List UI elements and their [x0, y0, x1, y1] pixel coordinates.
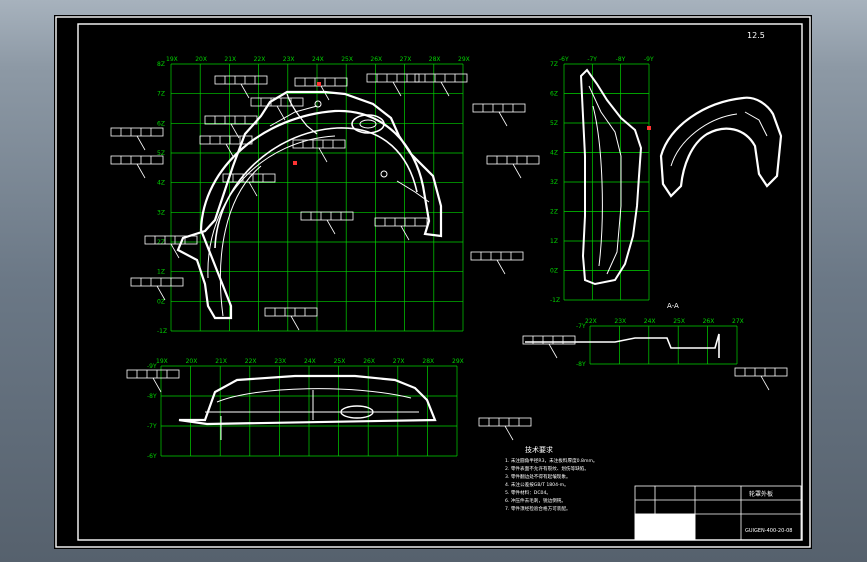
side-ylabel: 4Z: [550, 150, 558, 157]
tech-requirements: 1. 未注圆角半径R3，未注板料厚度0.8mm。2. 零件表面不允许有裂纹、划伤…: [505, 457, 598, 512]
section-ylabel: -8Y: [576, 361, 586, 368]
bottom-xlabel: 20X: [186, 358, 198, 365]
main-view-grid: 19X 20X 21X 22X 23X 24X 25X 26X 27X 28X 29X 8Z 7Z 6Z 5…: [157, 56, 470, 335]
title-block: [634, 485, 802, 541]
side-ylabel: 7Z: [550, 61, 558, 68]
bottom-view-grid: 19X 20X 21X 22X 23X 24X 25X 26X 27X 28X 29X -9Y -8Y -…: [147, 358, 464, 460]
section-xlabel: 24X: [644, 318, 656, 325]
tech-requirement-line: 2. 零件表面不允许有裂纹、划伤等缺陷。: [505, 465, 589, 472]
side-ylabel: 2Z: [550, 209, 558, 216]
tech-requirement-line: 6. 冲压件去毛刺，锐边倒钝。: [505, 497, 566, 504]
side-ylabel: 5Z: [550, 120, 558, 127]
bottom-xlabel: 26X: [363, 358, 375, 365]
inner-frame: [77, 23, 803, 541]
main-xlabel: 25X: [341, 56, 353, 63]
main-view-part: [176, 90, 443, 320]
tech-requirement-line: 5. 零件材料：DC04。: [505, 489, 551, 496]
side-ylabel: 3Z: [550, 179, 558, 186]
bottom-ylabel: -9Y: [147, 363, 157, 370]
section-view-grid: 22X 23X 24X 25X 26X 27X -7Y -8Y: [576, 318, 744, 368]
bottom-xlabel: 27X: [393, 358, 405, 365]
drawing-canvas: 19X 20X 21X 22X 23X 24X 25X 26X 27X 28X 29X 8Z 7Z 6Z 5…: [55, 16, 811, 548]
bottom-xlabel: 29X: [452, 358, 464, 365]
section-xlabel: 27X: [732, 318, 744, 325]
datum-markers: [293, 82, 651, 165]
main-xlabel: 22X: [254, 56, 266, 63]
bottom-ylabel: -6Y: [147, 453, 157, 460]
gd-and-t-annotations: [110, 73, 788, 441]
main-ylabel: 8Z: [157, 61, 165, 68]
side-xlabel: -6Y: [559, 56, 569, 63]
side-ylabel: 1Z: [550, 238, 558, 245]
bottom-ylabel: -8Y: [147, 393, 157, 400]
section-ylabel: -7Y: [576, 323, 586, 330]
main-xlabel: 20X: [195, 56, 207, 63]
tech-requirement-line: 3. 零件翻边处不得有起皱现象。: [505, 473, 571, 480]
main-ylabel: 0Z: [157, 298, 165, 305]
side-xlabel: -8Y: [616, 56, 626, 63]
main-xlabel: 26X: [370, 56, 382, 63]
bottom-xlabel: 24X: [304, 358, 316, 365]
main-ylabel: 5Z: [157, 150, 165, 157]
top-view-part: [178, 374, 437, 440]
main-xlabel: 21X: [224, 56, 236, 63]
bottom-xlabel: 21X: [215, 358, 227, 365]
bottom-xlabel: 19X: [156, 358, 168, 365]
main-ylabel: -1Z: [157, 328, 167, 335]
main-xlabel: 28X: [429, 56, 441, 63]
part-name: 轮罩外板: [749, 490, 773, 498]
side-xlabel: -7Y: [587, 56, 597, 63]
bottom-ylabel: -7Y: [147, 423, 157, 430]
main-ylabel: 1Z: [157, 269, 165, 276]
section-xlabel: 25X: [673, 318, 685, 325]
side-ylabel: 0Z: [550, 268, 558, 275]
roughness-value: 12.5: [747, 31, 765, 40]
drawing-sheet: [54, 15, 812, 549]
main-ylabel: 2Z: [157, 239, 165, 246]
section-xlabel: 26X: [703, 318, 715, 325]
tech-requirement-line: 7. 零件须经检验合格方可装配。: [505, 505, 571, 512]
main-ylabel: 3Z: [157, 209, 165, 216]
isometric-view: [659, 96, 783, 198]
main-ylabel: 4Z: [157, 180, 165, 187]
main-ylabel: 6Z: [157, 120, 165, 127]
bottom-xlabel: 28X: [422, 358, 434, 365]
bottom-xlabel: 25X: [334, 358, 346, 365]
side-ylabel: 6Z: [550, 91, 558, 98]
tech-requirements-title: 技术要求: [525, 445, 553, 454]
section-xlabel: 22X: [585, 318, 597, 325]
side-ylabel: -1Z: [550, 297, 560, 304]
section-profile: [525, 333, 720, 358]
main-xlabel: 24X: [312, 56, 324, 63]
bottom-xlabel: 23X: [274, 358, 286, 365]
tech-requirement-line: 4. 未注公差按GB/T 1804-m。: [505, 481, 569, 488]
tech-requirement-line: 1. 未注圆角半径R3，未注板料厚度0.8mm。: [505, 457, 598, 464]
main-xlabel: 27X: [400, 56, 412, 63]
outer-frame: [55, 16, 811, 548]
side-xlabel: -9Y: [644, 56, 654, 63]
main-ylabel: 7Z: [157, 91, 165, 98]
bottom-xlabel: 22X: [245, 358, 257, 365]
section-label: A-A: [667, 302, 679, 310]
drawing-number: GUIGEN-400-20-08: [745, 528, 792, 534]
section-xlabel: 23X: [614, 318, 626, 325]
side-view-part: [579, 68, 643, 286]
main-xlabel: 29X: [458, 56, 470, 63]
main-xlabel: 19X: [166, 56, 178, 63]
main-xlabel: 23X: [283, 56, 295, 63]
